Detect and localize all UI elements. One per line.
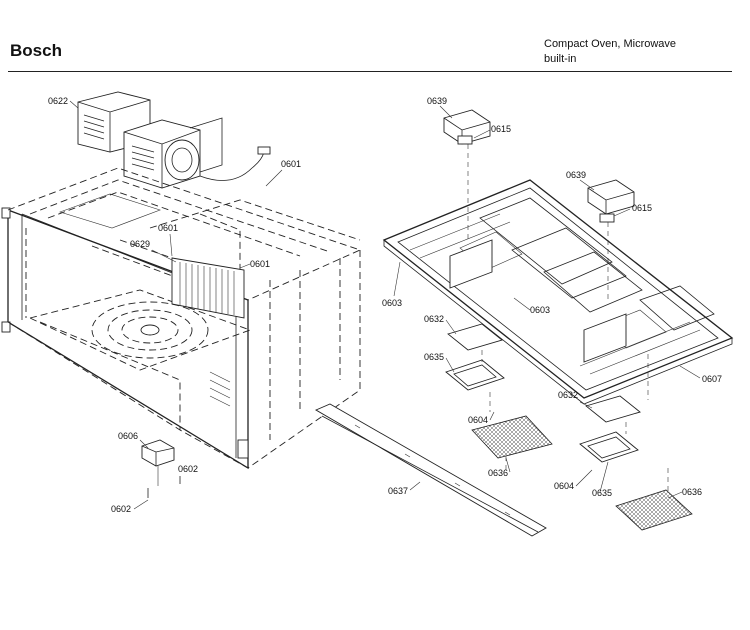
callout-0604-b: 0604 <box>554 481 574 491</box>
blower-fan-assembly <box>77 91 271 189</box>
callout-0615-b: 0615 <box>632 203 652 213</box>
callout-0606: 0606 <box>118 431 138 441</box>
diagram-title: Compact Oven, Microwave <box>544 38 677 50</box>
motor-0606 <box>141 439 181 498</box>
lamp-holder-0639-b <box>587 179 635 300</box>
lamp-frame-0635-a <box>445 359 505 391</box>
callout-0601-mid: 0601 <box>158 223 178 233</box>
callout-0632-a: 0632 <box>424 314 444 324</box>
oven-cavity-frame <box>1 167 362 470</box>
outer-housing-0607 <box>382 179 734 405</box>
mesh-filter-0636-a <box>471 415 553 459</box>
callout-0639-b: 0639 <box>566 170 586 180</box>
mesh-filter-0636-b <box>615 489 693 531</box>
callout-0615-a: 0615 <box>491 124 511 134</box>
callout-0636-a: 0636 <box>488 468 508 478</box>
lamp-cover-0632-b <box>585 395 641 423</box>
waveguide-cover-0629 <box>171 257 245 319</box>
leader-stack-b <box>625 354 669 492</box>
callout-0604-a: 0604 <box>468 415 488 425</box>
lamp-frame-0635-b <box>579 431 639 463</box>
callout-0602-right: 0602 <box>178 464 198 474</box>
callout-0603-left: 0603 <box>382 298 402 308</box>
callout-0601-right: 0601 <box>250 259 270 269</box>
callout-0629: 0629 <box>130 239 150 249</box>
diagram-subtitle: built-in <box>544 53 577 65</box>
callout-0607: 0607 <box>702 374 722 384</box>
callout-0622: 0622 <box>48 96 68 106</box>
callout-0603-mid: 0603 <box>530 305 550 315</box>
callout-0635-b: 0635 <box>592 488 612 498</box>
air-duct-0637 <box>315 403 547 537</box>
header-rule <box>8 71 732 72</box>
callout-0639-a: 0639 <box>427 96 447 106</box>
callout-0632-b: 0632 <box>558 390 578 400</box>
callout-0637: 0637 <box>388 486 408 496</box>
callout-0601-top: 0601 <box>281 159 301 169</box>
callout-0636-b: 0636 <box>682 487 702 497</box>
brand-name: Bosch <box>10 41 62 60</box>
callout-0602-left: 0602 <box>111 504 131 514</box>
lamp-cover-0632-a <box>447 323 503 351</box>
callout-0635-a: 0635 <box>424 352 444 362</box>
